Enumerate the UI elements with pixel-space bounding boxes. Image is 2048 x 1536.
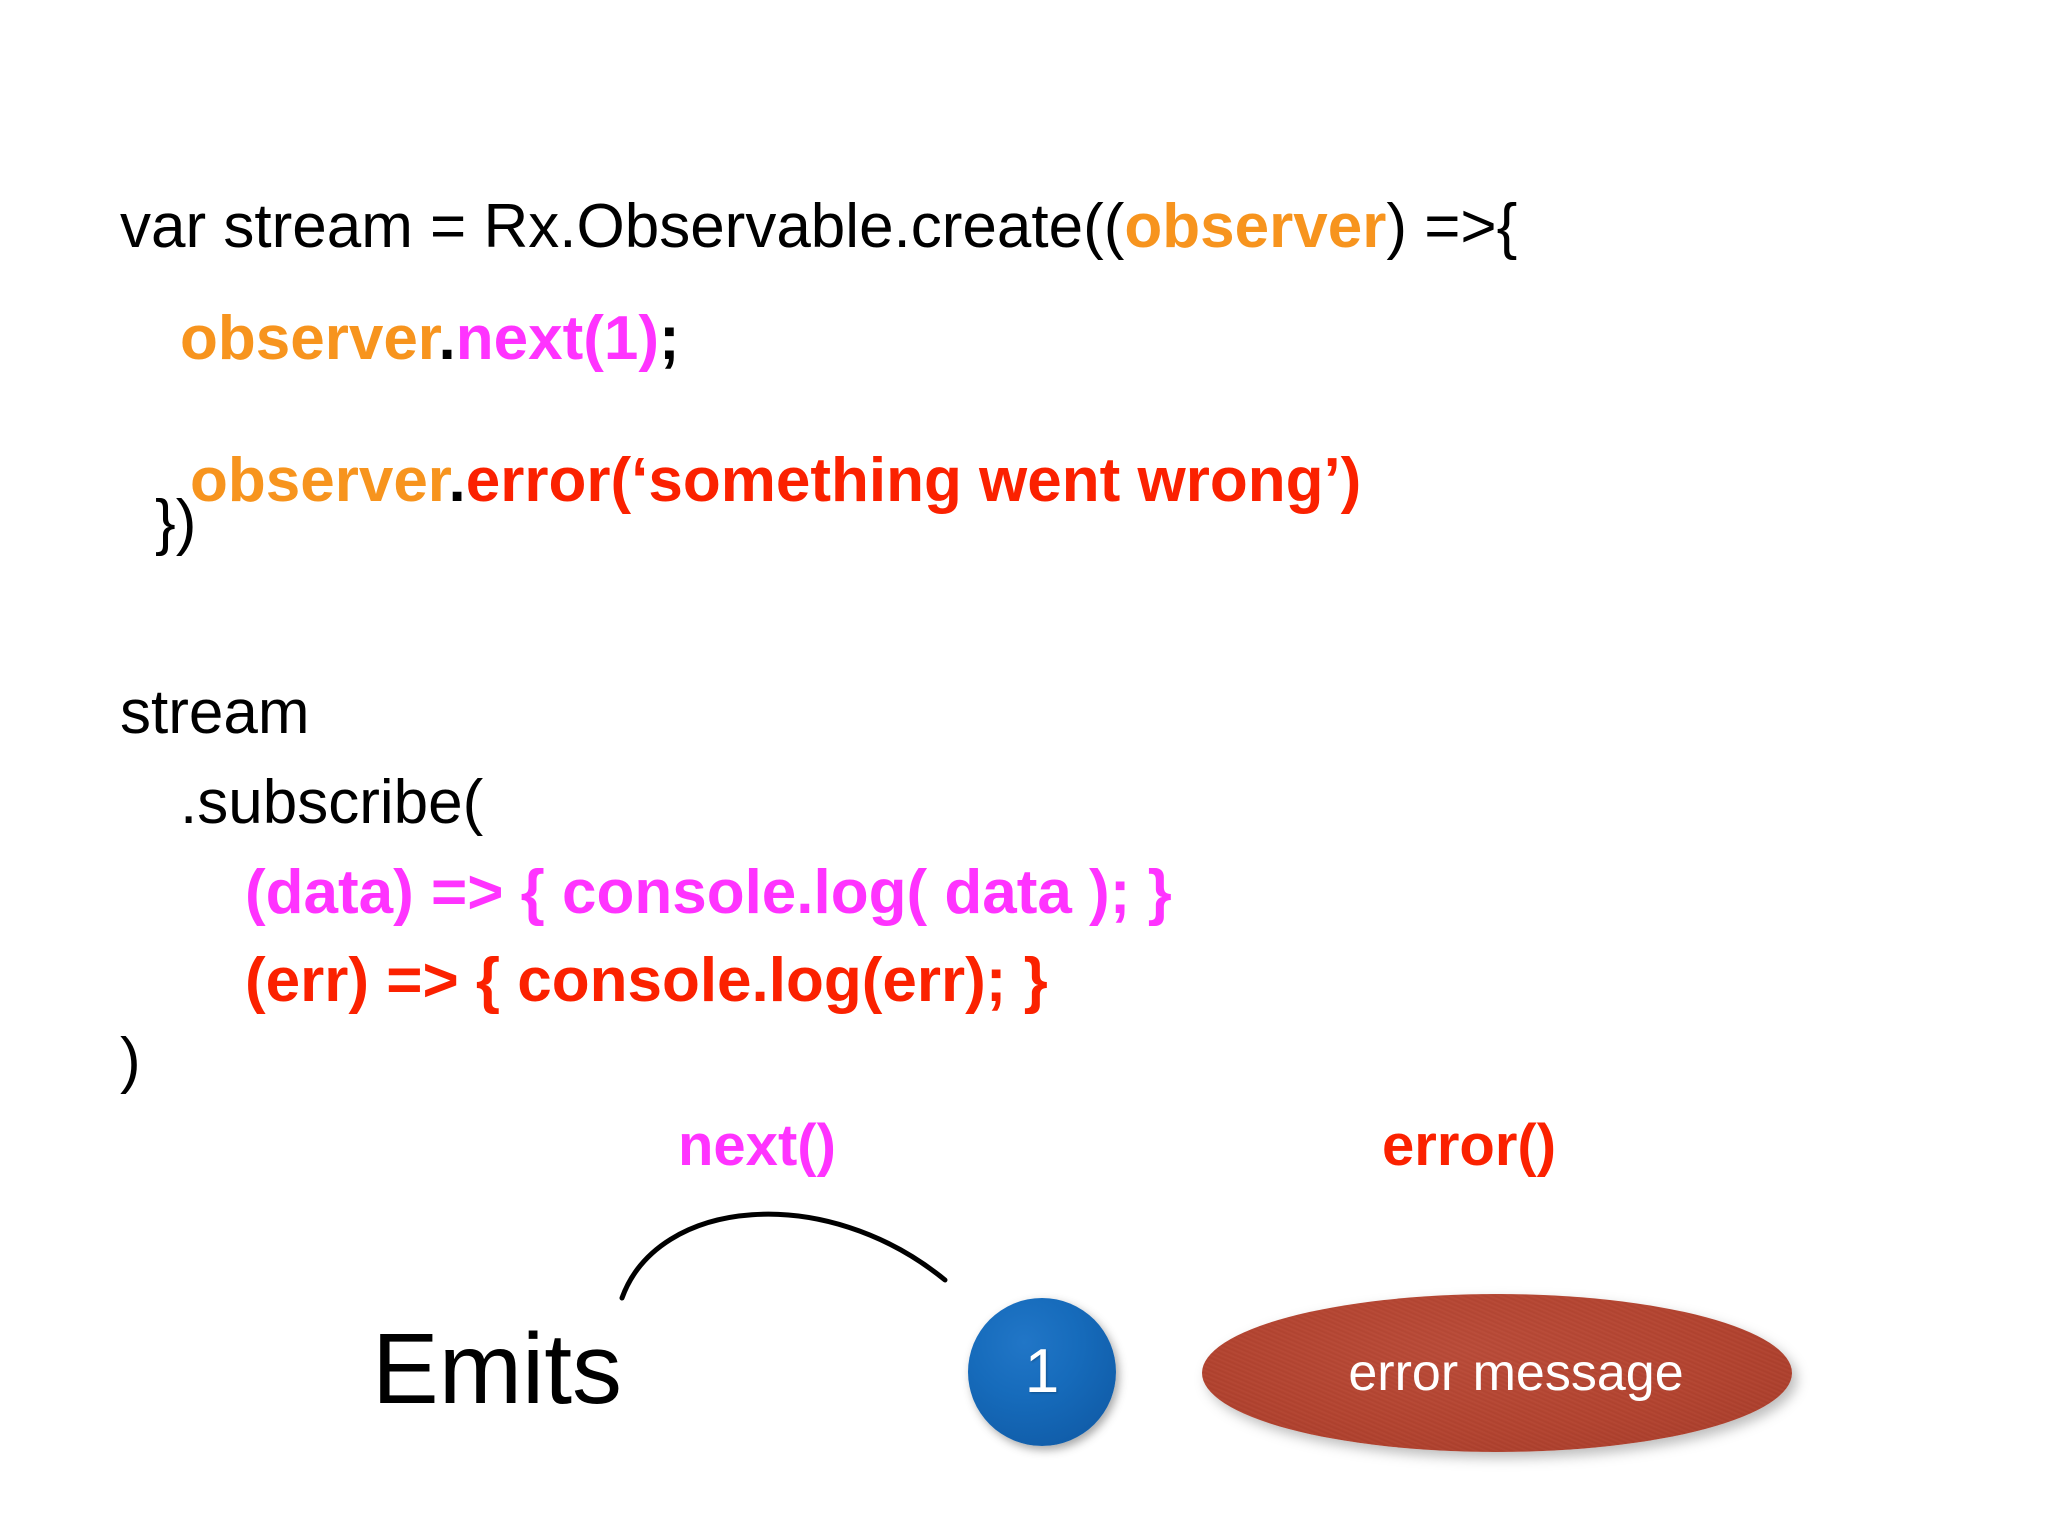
code-line-observer-error: observer.error(‘something went wrong’): [190, 450, 1361, 512]
error-message-text: error message: [1348, 1344, 1684, 1402]
code-token-subscribe-close-paren: ): [120, 1026, 141, 1095]
error-message-ellipse: error message: [1202, 1294, 1792, 1452]
code-line-create-close: }): [155, 492, 196, 554]
code-token-error-call: error(‘something went wrong’): [465, 446, 1362, 515]
code-token-semicolon-next: ;: [659, 304, 680, 373]
code-token-dot-error: .: [448, 446, 466, 515]
code-line-data-callback: (data) => { console.log( data ); }: [245, 862, 1172, 924]
code-token-observer-error: observer: [190, 446, 449, 515]
error-callback-label: error(): [1382, 1113, 1557, 1178]
emission-arc-icon: [619, 1211, 948, 1301]
code-token-stream-identifier: stream: [120, 678, 310, 747]
emitted-value-text: 1: [1024, 1337, 1060, 1406]
code-line-observer-next: observer.next(1);: [180, 308, 680, 370]
emitted-value-circle: 1: [968, 1298, 1116, 1446]
code-token-create-prefix: var stream = Rx.Observable.create((: [120, 192, 1125, 261]
next-callback-label: next(): [678, 1113, 836, 1178]
code-token-create-suffix: ) =>{: [1386, 192, 1518, 261]
code-token-err-callback: (err) => { console.log(err); }: [245, 946, 1048, 1015]
code-line-err-callback: (err) => { console.log(err); }: [245, 950, 1048, 1012]
code-line-stream: stream: [120, 682, 309, 744]
code-token-subscribe-call: .subscribe(: [180, 768, 484, 837]
code-token-create-close-brace: }): [155, 488, 197, 557]
code-token-observer-param: observer: [1124, 192, 1387, 261]
code-line-observable-create: var stream = Rx.Observable.create((obser…: [120, 196, 1517, 258]
code-token-observer-next: observer: [180, 304, 439, 373]
code-line-subscribe: .subscribe(: [180, 772, 483, 834]
code-token-next-call: next(1): [455, 304, 660, 373]
code-line-subscribe-close: ): [120, 1030, 141, 1092]
code-token-dot-next: .: [438, 304, 456, 373]
code-token-data-callback: (data) => { console.log( data ); }: [245, 858, 1172, 927]
emits-label: Emits: [372, 1313, 622, 1425]
